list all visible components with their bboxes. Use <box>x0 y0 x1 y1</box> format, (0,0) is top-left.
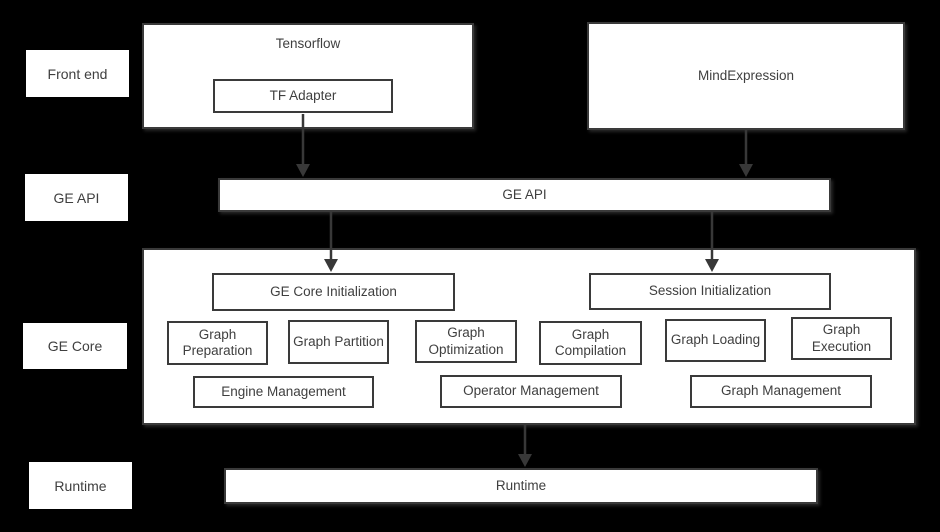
ge-core-box: GE Core Initialization Session Initializ… <box>142 248 916 425</box>
graph-optimization-box: Graph Optimization <box>415 320 517 363</box>
graph-management-label: Graph Management <box>720 383 842 399</box>
engine-management-label: Engine Management <box>221 383 346 399</box>
graph-partition-label: Graph Partition <box>293 333 384 349</box>
operator-management-label: Operator Management <box>463 383 599 399</box>
session-initialization-label: Session Initialization <box>648 283 772 299</box>
tf-adapter-label: TF Adapter <box>269 87 337 103</box>
mindexpression-box: MindExpression <box>587 22 905 130</box>
graph-preparation-label: Graph Preparation <box>182 326 253 358</box>
layer-label-front-end: Front end <box>26 50 129 97</box>
engine-management-box: Engine Management <box>193 376 374 408</box>
graph-optimization-label: Graph Optimization <box>428 325 504 357</box>
graph-compilation-label: Graph Compilation <box>554 326 627 358</box>
ge-api-bar: GE API <box>218 178 831 212</box>
tensorflow-label: Tensorflow <box>275 36 341 51</box>
ge-core-initialization-label: GE Core Initialization <box>270 283 397 299</box>
graph-loading-label: Graph Loading <box>670 332 761 348</box>
layer-label-runtime: Runtime <box>29 462 132 509</box>
runtime-bar-label: Runtime <box>495 477 547 493</box>
graph-execution-box: Graph Execution <box>791 317 892 360</box>
mindexpression-label: MindExpression <box>697 67 795 83</box>
layer-label-ge-api: GE API <box>25 174 128 221</box>
graph-partition-box: Graph Partition <box>288 320 389 364</box>
runtime-bar: Runtime <box>224 468 818 504</box>
tf-adapter-box: TF Adapter <box>213 79 393 113</box>
operator-management-box: Operator Management <box>440 375 622 408</box>
ge-core-initialization-box: GE Core Initialization <box>212 273 455 311</box>
arrow-mindexpression-to-ge-api <box>739 130 753 177</box>
arrow-ge-core-to-runtime <box>518 425 532 467</box>
ge-api-bar-label: GE API <box>502 186 547 202</box>
graph-management-box: Graph Management <box>690 375 872 408</box>
graph-execution-label: Graph Execution <box>811 322 872 354</box>
layer-label-ge-core: GE Core <box>23 323 127 369</box>
tensorflow-box: Tensorflow TF Adapter <box>142 23 474 129</box>
graph-preparation-box: Graph Preparation <box>167 321 268 365</box>
session-initialization-box: Session Initialization <box>589 273 831 310</box>
graph-compilation-box: Graph Compilation <box>539 321 642 365</box>
graph-loading-box: Graph Loading <box>665 319 766 362</box>
